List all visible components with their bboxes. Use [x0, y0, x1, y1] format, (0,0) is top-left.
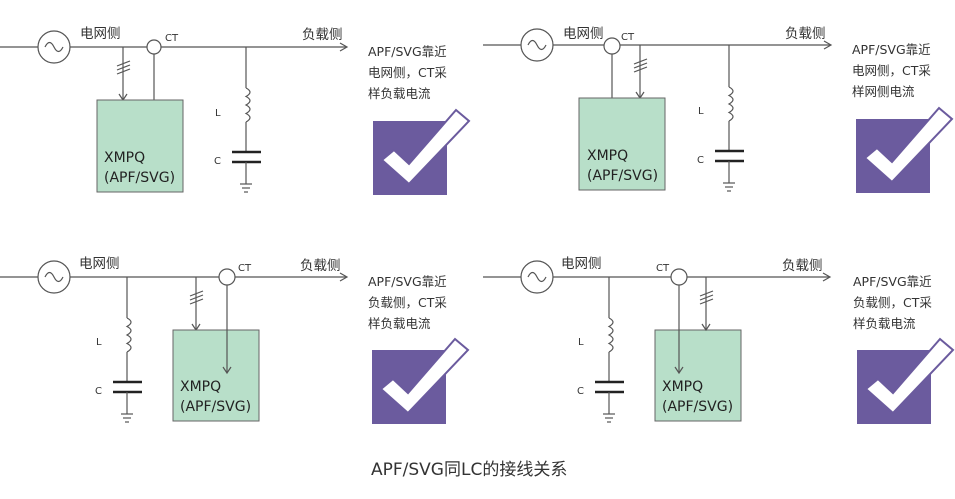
load-side-label: 负载侧	[785, 26, 826, 42]
capacitor-icon	[595, 380, 624, 394]
apf-svg-device-box	[654, 329, 742, 422]
ground-icon	[723, 182, 735, 192]
ct-signal-arrow-icon	[674, 285, 684, 375]
load-side-label: 负载侧	[302, 27, 343, 43]
description-line: APF/SVG靠近	[852, 42, 931, 57]
three-phase-connection-icon	[116, 47, 131, 102]
description-line: 电网侧，CT采	[368, 65, 447, 80]
panel-bottom-left: 电网侧 CT 负载侧 L C	[0, 256, 470, 424]
check-icon	[857, 337, 955, 424]
ct-label: CT	[165, 33, 179, 44]
arrow-right-icon	[822, 272, 832, 282]
device-type: (APF/SVG)	[180, 399, 251, 415]
grid-side-label: 电网侧	[563, 26, 604, 42]
device-name: XMPQ	[662, 379, 703, 395]
check-icon	[856, 106, 954, 193]
load-side-label: 负载侧	[300, 258, 341, 274]
description-line: 样网侧电流	[852, 84, 915, 99]
ac-source-icon	[520, 260, 554, 294]
description-line: APF/SVG靠近	[853, 274, 932, 289]
ac-source-icon	[37, 260, 71, 294]
inductor-icon	[244, 87, 251, 123]
capacitor-label: C	[697, 155, 704, 166]
apf-svg-device-box	[578, 97, 666, 191]
inductor-icon	[727, 86, 734, 122]
device-name: XMPQ	[180, 379, 221, 395]
device-type: (APF/SVG)	[104, 170, 175, 186]
inductor-icon	[607, 317, 614, 353]
description-line: 负载侧，CT采	[853, 295, 932, 310]
arrow-right-icon	[339, 272, 349, 282]
capacitor-icon	[232, 150, 261, 164]
capacitor-icon	[113, 380, 142, 394]
grid-side-label: 电网侧	[79, 256, 120, 272]
load-side-label: 负载侧	[782, 258, 823, 274]
three-phase-connection-icon	[699, 277, 714, 332]
check-icon	[373, 108, 471, 195]
description-line: 样负载电流	[853, 316, 916, 331]
ct-icon	[218, 268, 236, 286]
device-name: XMPQ	[587, 148, 628, 164]
three-phase-connection-icon	[189, 277, 204, 332]
lc-filter-branch	[232, 47, 261, 193]
inductor-label: L	[96, 337, 102, 348]
lc-filter-branch	[715, 45, 744, 192]
description-line: 电网侧，CT采	[852, 63, 931, 78]
inductor-label: L	[578, 337, 584, 348]
device-name: XMPQ	[104, 150, 145, 166]
ct-icon	[146, 39, 162, 55]
description-line: APF/SVG靠近	[368, 274, 447, 289]
ground-icon	[603, 413, 615, 423]
lc-filter-branch	[113, 277, 142, 423]
three-phase-connection-icon	[633, 45, 648, 100]
panel-top-left: 电网侧 CT 负载侧 XMPQ (APF/SVG)	[0, 26, 471, 195]
apf-svg-device-box	[96, 99, 184, 193]
ct-signal-arrow-icon	[222, 285, 232, 375]
capacitor-label: C	[95, 386, 102, 397]
ct-label: CT	[656, 263, 670, 274]
capacitor-label: C	[214, 156, 221, 167]
description-line: 样负载电流	[368, 86, 431, 101]
inductor-label: L	[215, 108, 221, 119]
panel-bottom-right: 电网侧 CT 负载侧 L C	[483, 256, 955, 424]
ground-icon	[121, 413, 133, 423]
check-icon	[372, 337, 470, 424]
ct-label: CT	[621, 32, 635, 43]
grid-side-label: 电网侧	[561, 256, 602, 272]
inductor-icon	[125, 317, 132, 353]
description-line: APF/SVG靠近	[368, 44, 447, 59]
lc-filter-branch	[595, 277, 624, 423]
description-line: 负载侧，CT采	[368, 295, 447, 310]
arrow-right-icon	[823, 40, 833, 50]
apf-svg-device-box	[172, 329, 260, 422]
figure-caption: APF/SVG同LC的接线关系	[371, 460, 567, 480]
ct-icon	[603, 37, 621, 55]
inductor-label: L	[698, 106, 704, 117]
ct-icon	[670, 268, 688, 286]
ac-source-icon	[37, 30, 71, 64]
grid-side-label: 电网侧	[80, 26, 121, 42]
ac-source-icon	[520, 28, 554, 62]
capacitor-label: C	[577, 386, 584, 397]
device-type: (APF/SVG)	[662, 399, 733, 415]
ground-icon	[240, 183, 252, 193]
description-line: 样负载电流	[368, 316, 431, 331]
arrow-right-icon	[339, 42, 349, 52]
device-type: (APF/SVG)	[587, 168, 658, 184]
panel-top-right: 电网侧 CT 负载侧 XMPQ (APF/SVG)	[483, 26, 954, 193]
ct-label: CT	[238, 263, 252, 274]
capacitor-icon	[715, 149, 744, 163]
